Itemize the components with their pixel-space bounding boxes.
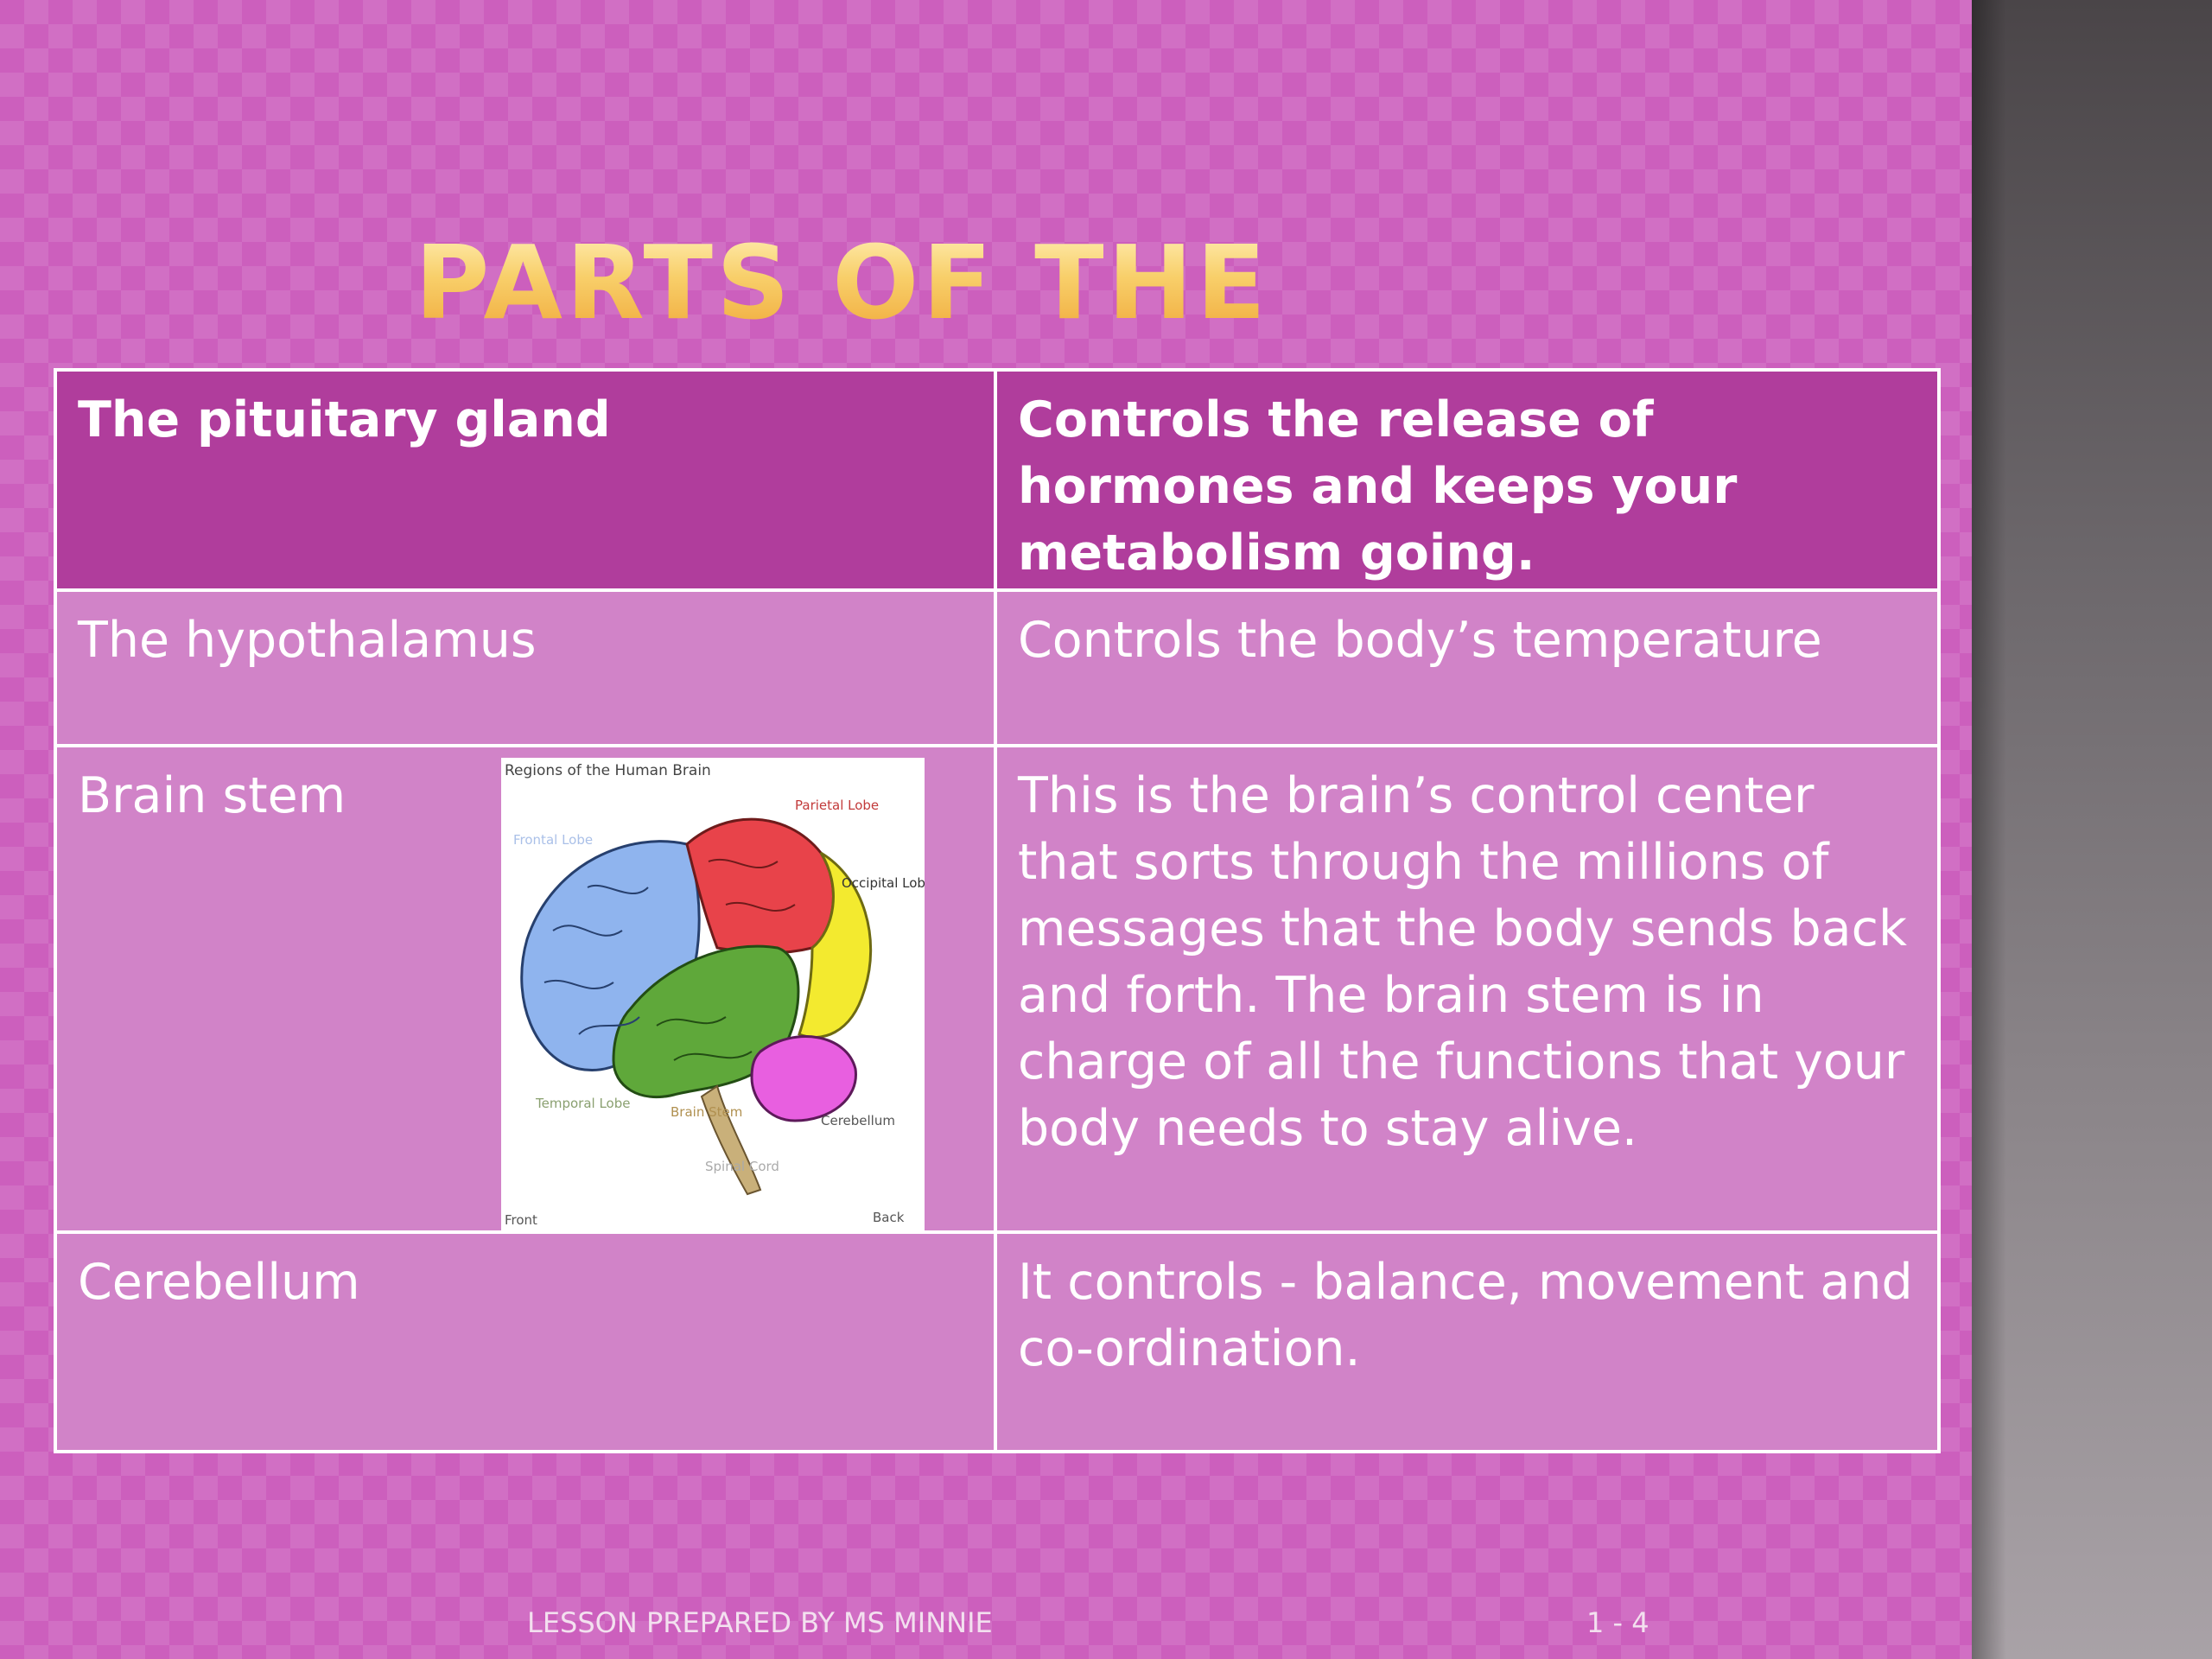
table-row: The hypothalamus Controls the body’s tem… bbox=[54, 588, 1941, 747]
cerebellum-shape bbox=[750, 1035, 857, 1122]
frontal-gyri bbox=[543, 885, 649, 1035]
table-cell-function: It controls - balance, movement and co-o… bbox=[994, 1230, 1941, 1453]
table-row: Cerebellum It controls - balance, moveme… bbox=[54, 1230, 1941, 1453]
table-cell-part-with-image: Brain stem Regions of the Human Brain bbox=[54, 744, 997, 1236]
occipital-lobe-shape bbox=[798, 851, 873, 1039]
brain-diagram-svg: Regions of the Human Brain bbox=[501, 758, 925, 1236]
label-temporal-lobe: Temporal Lobe bbox=[535, 1096, 630, 1111]
table-row: The pituitary gland Controls the release… bbox=[54, 368, 1941, 592]
label-spinal-cord: Spinal Cord bbox=[705, 1159, 779, 1174]
slide-title: Parts of the brain bbox=[415, 226, 1624, 451]
table-cell-function: Controls the body’s temperature bbox=[994, 588, 1941, 747]
label-back: Back bbox=[873, 1210, 905, 1225]
temporal-gyri bbox=[656, 1016, 753, 1061]
table-cell-part: Cerebellum bbox=[54, 1230, 997, 1453]
label-frontal-lobe: Frontal Lobe bbox=[513, 832, 593, 848]
table-cell-part: The pituitary gland bbox=[54, 368, 997, 592]
label-front: Front bbox=[505, 1212, 537, 1228]
brain-diagram-image: Regions of the Human Brain bbox=[501, 758, 925, 1236]
label-occipital-lobe: Occipital Lobe bbox=[842, 875, 925, 891]
footer-author: LESSON PREPARED BY MS MINNIE bbox=[527, 1606, 993, 1639]
label-parietal-lobe: Parietal Lobe bbox=[795, 798, 879, 813]
label-cerebellum: Cerebellum bbox=[821, 1113, 895, 1128]
label-brain-stem: Brain Stem bbox=[671, 1104, 742, 1120]
table-cell-part: Brain stem bbox=[78, 767, 346, 824]
page-number: 1 - 4 bbox=[1586, 1606, 1649, 1639]
brain-diagram-heading: Regions of the Human Brain bbox=[505, 762, 711, 779]
decorative-side-bar bbox=[1972, 0, 2212, 1659]
parietal-gyri bbox=[708, 858, 796, 912]
table-row: Brain stem Regions of the Human Brain bbox=[54, 744, 1941, 1236]
table-cell-function: Controls the release of hormones and kee… bbox=[994, 368, 1941, 592]
slide-background: Parts of the brain The pituitary gland C… bbox=[0, 0, 1972, 1659]
table-cell-part: The hypothalamus bbox=[54, 588, 997, 747]
table-cell-function: This is the brain’s control center that … bbox=[994, 744, 1941, 1234]
brain-parts-table: The pituitary gland Controls the release… bbox=[54, 368, 1941, 1453]
brain-stem-shape bbox=[700, 1084, 762, 1196]
